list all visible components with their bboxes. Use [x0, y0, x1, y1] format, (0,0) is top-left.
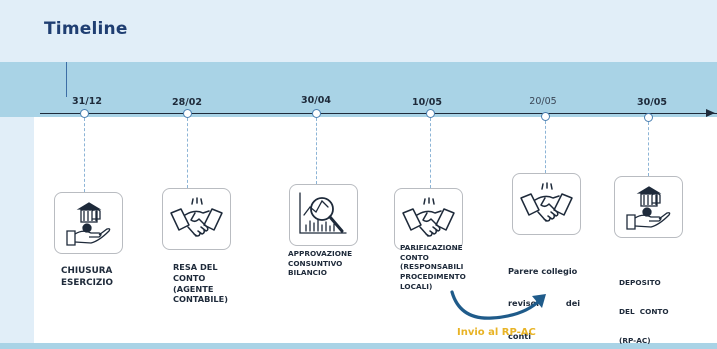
event-marker-3	[312, 109, 321, 118]
event-icon-box-1	[54, 192, 123, 254]
event-connector-2	[187, 118, 188, 188]
event-label-1: CHIUSURA ESERCIZIO	[61, 266, 113, 289]
event-date-4: 10/05	[412, 97, 442, 108]
event-label-2: RESA DEL CONTO (AGENTE CONTABILE)	[173, 262, 228, 305]
event-label-4: PARIFICAZIONE CONTO (RESPONSABILI PROCED…	[400, 243, 466, 291]
event-label-line: CHIUSURA	[61, 266, 113, 276]
dates-band	[0, 62, 717, 117]
event-label-line: APPROVAZIONE	[288, 249, 353, 258]
event-connector-6	[648, 122, 649, 176]
event-icon-box-3	[289, 184, 358, 246]
event-label-5: Parere collegio revisori dei conti	[508, 244, 580, 349]
event-date-1: 31/12	[72, 96, 102, 107]
event-label-line: RESA DEL	[173, 262, 218, 272]
flow-label: Invio al RP-AC	[457, 327, 536, 338]
event-icon-box-5	[512, 173, 581, 235]
event-label-line: revisori dei	[508, 298, 581, 309]
event-connector-1	[84, 118, 85, 192]
left-strip	[0, 0, 34, 349]
event-label-line: LOCALI)	[400, 281, 433, 291]
event-date-6: 30/05	[637, 97, 667, 108]
event-marker-2	[183, 109, 192, 118]
event-label-line: CONTABILE)	[173, 294, 228, 305]
event-label-line: (RP-AC)	[619, 336, 651, 345]
event-label-line: DEPOSITO	[619, 278, 661, 288]
event-connector-4	[430, 118, 431, 188]
event-label-line: ESERCIZIO	[61, 277, 113, 288]
event-label-3: APPROVAZIONE CONSUNTIVO BILANCIO	[288, 249, 352, 278]
content-panel	[34, 117, 717, 349]
event-marker-6	[644, 113, 653, 122]
timeline-arrowhead	[706, 109, 715, 117]
event-date-5: 20/05	[529, 96, 557, 107]
event-marker-4	[426, 109, 435, 118]
event-label-6: DEPOSITO DEL CONTO (RP-AC)	[619, 259, 669, 349]
event-label-line: CONTO	[173, 272, 206, 283]
handshake-icon	[402, 197, 455, 237]
event-label-line: PROCEDIMENTO	[400, 271, 466, 281]
event-marker-5	[541, 112, 550, 121]
bottom-strip	[0, 343, 717, 349]
curved-flow-arrow-icon	[450, 290, 546, 320]
timeline-axis	[40, 113, 717, 114]
event-label-line: BILANCIO	[288, 268, 327, 278]
title-tick	[66, 62, 67, 97]
handshake-icon	[170, 197, 223, 237]
event-label-line: Parere collegio	[508, 265, 578, 276]
event-label-line: (RESPONSABILI	[400, 262, 464, 272]
hand-money-building-icon	[626, 186, 671, 230]
event-label-line: conti	[508, 330, 532, 341]
title-band	[0, 0, 717, 62]
event-icon-box-6	[614, 176, 683, 238]
chart-magnifier-icon	[299, 192, 347, 234]
event-label-line: CONTO	[400, 252, 429, 262]
event-connector-5	[545, 121, 546, 173]
event-date-3: 30/04	[301, 95, 331, 106]
event-date-2: 28/02	[172, 97, 202, 108]
event-marker-1	[80, 109, 89, 118]
event-label-line: PARIFICAZIONE	[400, 243, 463, 252]
event-connector-3	[316, 118, 317, 184]
event-label-line: (AGENTE	[173, 283, 214, 294]
event-icon-box-4	[394, 188, 463, 250]
event-label-line: CONSUNTIVO	[288, 258, 343, 268]
event-label-line: DEL CONTO	[619, 307, 669, 317]
event-icon-box-2	[162, 188, 231, 250]
hand-money-building-icon	[66, 202, 111, 246]
slide-title: Timeline	[44, 19, 128, 39]
handshake-icon	[520, 182, 573, 222]
